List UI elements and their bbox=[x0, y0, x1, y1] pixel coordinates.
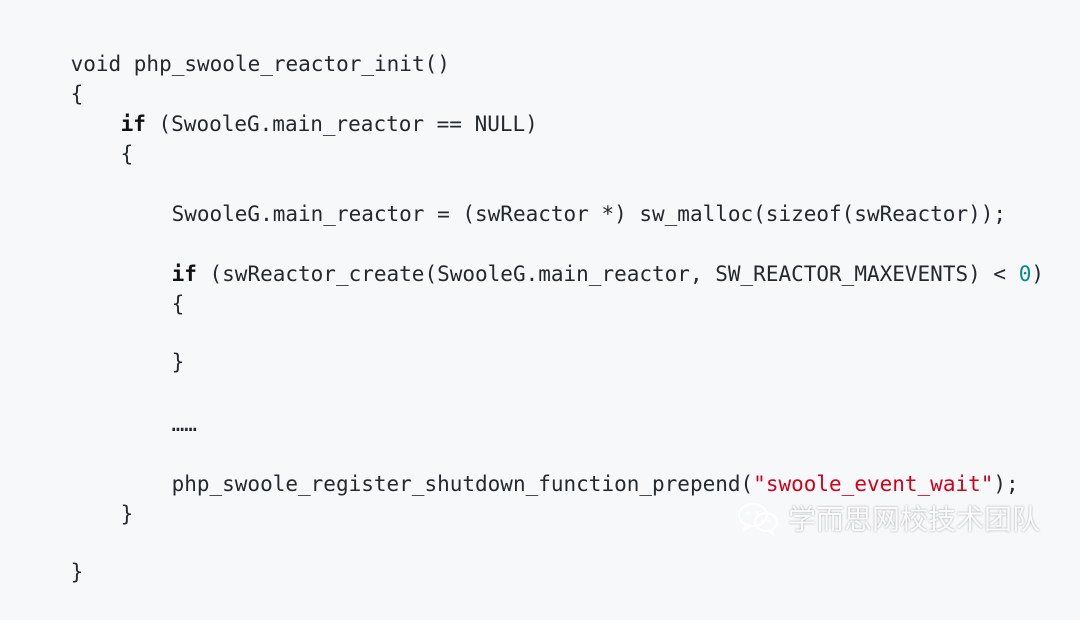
code-line-12: } bbox=[20, 524, 84, 584]
string-literal: "swoole_event_wait" bbox=[753, 472, 994, 496]
code-line-7: { bbox=[121, 256, 185, 316]
brace-open: { bbox=[120, 142, 134, 166]
code-line-5: SwooleG.main_reactor = (swReactor *) sw_… bbox=[121, 166, 1006, 226]
code-line-1: void php_swoole_reactor_init() bbox=[20, 16, 450, 76]
code-line-6: if (swReactor_create(SwooleG.main_reacto… bbox=[121, 226, 1044, 286]
code-line-3: if (SwooleG.main_reactor == NULL) bbox=[70, 76, 538, 136]
code-text: SwooleG.main_reactor = (swReactor *) sw_… bbox=[171, 202, 1007, 226]
code-text: ) bbox=[1031, 262, 1044, 286]
code-text: ); bbox=[993, 472, 1019, 496]
keyword-if: if bbox=[171, 262, 197, 286]
code-line-4: { bbox=[70, 106, 134, 166]
code-text: (swReactor_create(SwooleG.main_reactor, … bbox=[196, 262, 1019, 286]
code-text: php_swoole_register_shutdown_function_pr… bbox=[171, 472, 754, 496]
code-line-11: } bbox=[70, 466, 134, 526]
watermark: 学而思网校技术团队 bbox=[736, 498, 1040, 538]
wechat-icon bbox=[737, 502, 779, 536]
code-line-9: …… bbox=[121, 376, 197, 436]
brace-open: { bbox=[171, 292, 185, 316]
number-literal: 0 bbox=[1018, 262, 1032, 286]
ellipsis: …… bbox=[171, 412, 197, 436]
brace-open: { bbox=[70, 82, 84, 106]
code-block: void php_swoole_reactor_init() { if (Swo… bbox=[20, 16, 1060, 584]
code-line-2: { bbox=[20, 46, 84, 106]
brace-close: } bbox=[171, 350, 185, 374]
brace-close: } bbox=[70, 560, 84, 584]
code-text: void php_swoole_reactor_init() bbox=[70, 52, 450, 76]
code-line-8: } bbox=[121, 314, 185, 374]
keyword-if: if bbox=[120, 112, 146, 136]
code-line-10: php_swoole_register_shutdown_function_pr… bbox=[121, 436, 1019, 496]
brace-close: } bbox=[120, 502, 134, 526]
watermark-text: 学而思网校技术团队 bbox=[787, 503, 1040, 536]
code-text: (SwooleG.main_reactor == NULL) bbox=[145, 112, 538, 136]
